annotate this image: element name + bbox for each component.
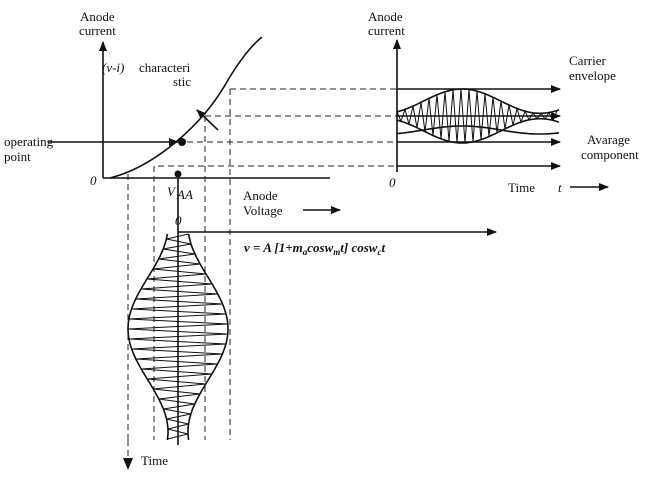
output-carrier-wave (396, 88, 558, 143)
input-envelope-right (187, 233, 229, 441)
input-carrier-wave (127, 233, 228, 440)
output-envelope-top (396, 88, 560, 115)
current-y-label-1: Anode (368, 9, 403, 24)
operating-label-2: point (4, 149, 31, 164)
vi-y-label-2: current (79, 23, 116, 38)
input-envelope-left (127, 233, 169, 441)
curve-label-2: characteri (139, 60, 191, 75)
vi-origin-label: 0 (90, 173, 97, 188)
current-y-label-2: current (368, 23, 405, 38)
curve-label-1: (v-i) (102, 60, 124, 75)
operating-point-dot (178, 138, 186, 146)
current-origin-label: 0 (389, 175, 396, 190)
output-inner-wave (396, 125, 560, 135)
characteristic-pointer (196, 109, 219, 131)
input-origin-label: 0 (175, 213, 182, 228)
operating-label-1: operating (4, 134, 54, 149)
time-label: Time (508, 180, 535, 195)
bias-label: V (167, 184, 177, 199)
input-time-arrowhead (123, 458, 133, 470)
average-label-1: Avarage (587, 132, 630, 147)
time-symbol: t (558, 180, 562, 195)
input-equation: v = A [1+macoswmt] coswct (244, 240, 385, 257)
input-time-label: Time (141, 453, 168, 468)
bias-subscript: AA (176, 187, 193, 202)
carrier-label-2: envelope (569, 68, 616, 83)
vi-y-label-1: Anode (80, 9, 115, 24)
output-envelope-bottom (396, 117, 560, 144)
vi-characteristic-curve (109, 36, 263, 179)
average-label-2: component (581, 147, 639, 162)
bias-point-dot (174, 170, 182, 178)
carrier-label-1: Carrier (569, 53, 606, 68)
current-graph: Anode current Carrier envelope Avarage c… (368, 9, 639, 195)
anode-voltage-label-1: Anode (243, 188, 278, 203)
input-graph: 0 Time v = A [1+macoswmt] coswct (123, 178, 497, 470)
vi-graph: Anode current (v-i) characteri stic oper… (4, 9, 341, 218)
curve-label-3: stic (173, 74, 191, 89)
anode-voltage-label-2: Voltage (243, 203, 283, 218)
